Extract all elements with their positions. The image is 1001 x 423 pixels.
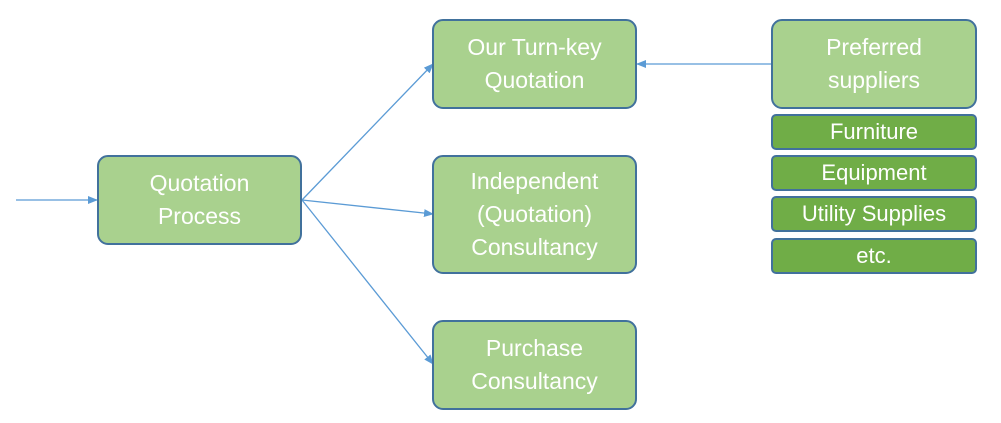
supplier-category-equipment: Equipment	[771, 155, 977, 191]
arrow-quotation-process-to-purchase-consultancy	[301, 199, 434, 365]
node-preferred-suppliers: Preferred suppliers	[771, 19, 977, 109]
node-quotation-process-label: Quotation Process	[149, 170, 250, 229]
node-purchase-consultancy-label: Purchase Consultancy	[471, 335, 598, 394]
node-independent-consultancy-label: Independent (Quotation) Consultancy	[470, 168, 599, 260]
arrow-quotation-process-to-turnkey-quotation	[301, 63, 434, 201]
node-preferred-suppliers-label: Preferred suppliers	[826, 34, 922, 93]
node-quotation-process: Quotation Process	[97, 155, 302, 245]
supplier-category-equipment-label: Equipment	[821, 160, 927, 185]
node-independent-consultancy: Independent (Quotation) Consultancy	[432, 155, 637, 274]
node-purchase-consultancy: Purchase Consultancy	[432, 320, 637, 410]
supplier-category-utility-supplies-label: Utility Supplies	[801, 201, 947, 226]
node-turnkey-quotation: Our Turn-key Quotation	[432, 19, 637, 109]
node-turnkey-quotation-label: Our Turn-key Quotation	[467, 34, 602, 93]
supplier-category-utility-supplies: Utility Supplies	[771, 196, 977, 232]
supplier-category-furniture-label: Furniture	[829, 119, 919, 144]
supplier-category-etc-label: etc.	[856, 243, 892, 268]
supplier-category-furniture: Furniture	[771, 114, 977, 150]
arrow-quotation-process-to-independent-consultancy	[301, 199, 434, 218]
supplier-category-etc: etc.	[771, 238, 977, 274]
